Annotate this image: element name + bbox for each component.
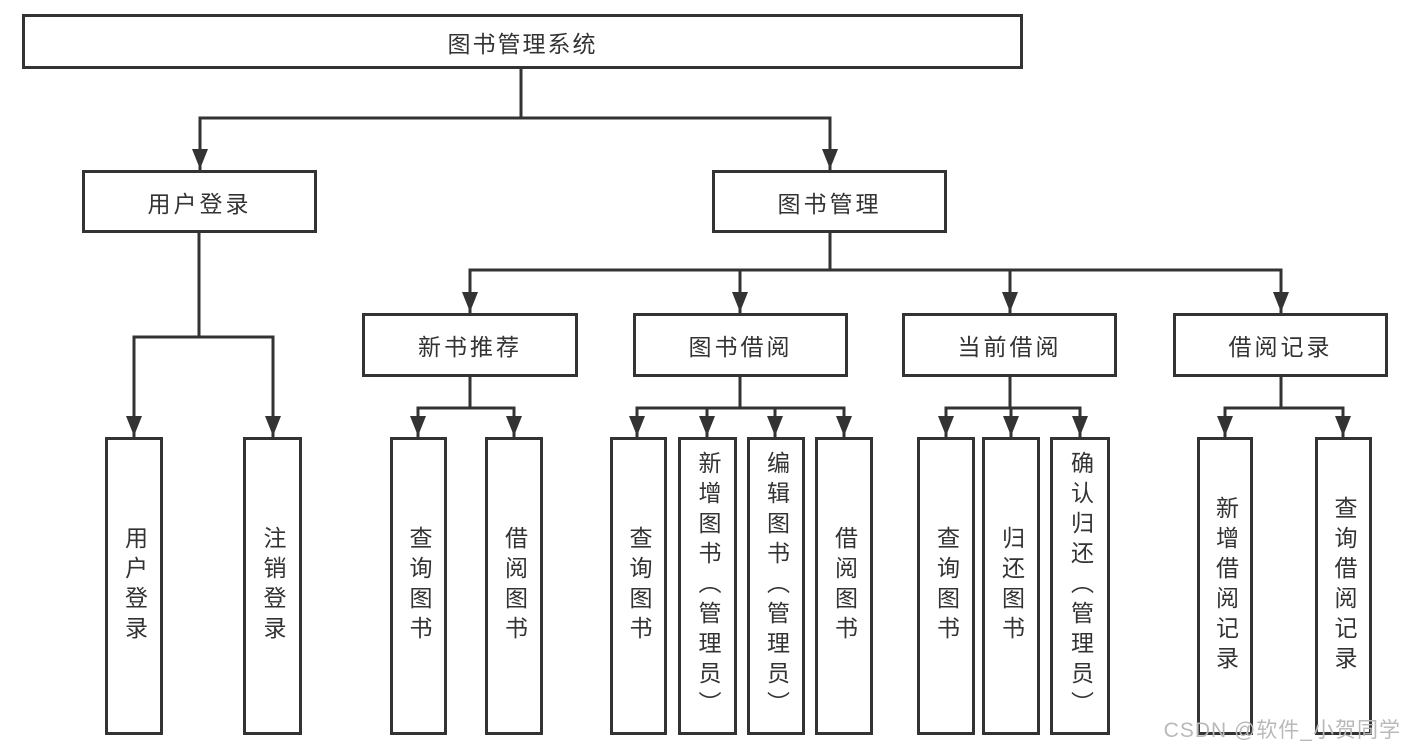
- leaf-add-book-admin-label: 新增图书（管理员）: [695, 451, 721, 721]
- leaf-bookborrow-borrow-books: 借阅图书: [815, 437, 873, 735]
- csdn-watermark: CSDN @软件_小贺同学: [1163, 719, 1401, 742]
- leaf-currentborrow-query-books: 查询图书: [917, 437, 975, 735]
- leaf-newbook-borrow-books: 借阅图书: [485, 437, 543, 735]
- leaf-bookborrow-borrow-books-label: 借阅图书: [831, 526, 858, 646]
- leaf-user-login: 用户登录: [105, 437, 163, 735]
- node-root: 图书管理系统: [22, 14, 1023, 69]
- leaf-logout: 注销登录: [243, 437, 302, 735]
- leaf-query-borrow-record: 查询借阅记录: [1315, 437, 1372, 735]
- leaf-add-borrow-record-label: 新增借阅记录: [1212, 496, 1239, 676]
- node-borrow-records-label: 借阅记录: [1228, 334, 1333, 360]
- node-book-mgmt: 图书管理: [712, 170, 947, 233]
- node-current-borrow-label: 当前借阅: [957, 334, 1062, 360]
- leaf-newbook-borrow-books-label: 借阅图书: [501, 526, 528, 646]
- node-current-borrow: 当前借阅: [902, 313, 1117, 377]
- leaf-bookborrow-query-books: 查询图书: [610, 437, 667, 735]
- node-book-borrow-label: 图书借阅: [688, 334, 793, 360]
- leaf-confirm-return-admin-label: 确认归还（管理员）: [1067, 451, 1094, 721]
- node-user-login: 用户登录: [82, 170, 317, 233]
- node-root-label: 图书管理系统: [447, 30, 598, 57]
- node-book-borrow: 图书借阅: [633, 313, 848, 377]
- leaf-bookborrow-query-books-label: 查询图书: [626, 526, 652, 646]
- leaf-user-login-label: 用户登录: [121, 526, 148, 646]
- leaf-logout-label: 注销登录: [260, 526, 286, 646]
- leaf-add-borrow-record: 新增借阅记录: [1197, 437, 1253, 735]
- leaf-edit-book-admin: 编辑图书（管理员）: [747, 437, 805, 735]
- node-new-book-recommend: 新书推荐: [362, 313, 578, 377]
- leaf-confirm-return-admin: 确认归还（管理员）: [1050, 437, 1110, 735]
- node-borrow-records: 借阅记录: [1173, 313, 1388, 377]
- leaf-add-book-admin: 新增图书（管理员）: [678, 437, 737, 735]
- leaf-edit-book-admin-label: 编辑图书（管理员）: [763, 451, 790, 721]
- leaf-newbook-query-books: 查询图书: [390, 437, 447, 735]
- leaf-query-borrow-record-label: 查询借阅记录: [1331, 496, 1357, 676]
- leaf-currentborrow-query-books-label: 查询图书: [933, 526, 960, 646]
- node-new-book-recommend-label: 新书推荐: [418, 334, 522, 360]
- leaf-return-book: 归还图书: [982, 437, 1040, 735]
- node-user-login-label: 用户登录: [147, 190, 252, 217]
- leaf-newbook-query-books-label: 查询图书: [406, 526, 432, 646]
- leaf-return-book-label: 归还图书: [998, 526, 1025, 646]
- node-book-mgmt-label: 图书管理: [777, 190, 882, 217]
